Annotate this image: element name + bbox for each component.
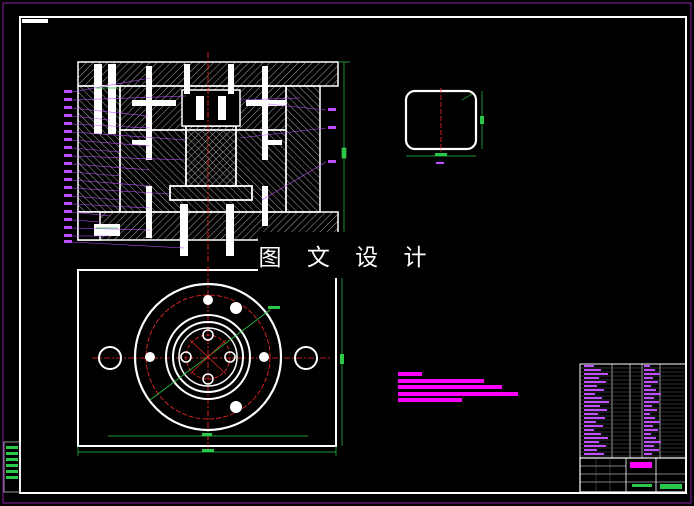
parts-list-entry [644,437,656,439]
mold-plan-view [77,266,337,450]
parts-list-entry [584,449,597,451]
parts-list-entry [644,381,658,383]
parts-list-entry [644,413,650,415]
parts-list-entry [644,453,652,455]
parts-list-entry [644,397,654,399]
parts-list-entry [584,445,606,447]
parts-list-entry [644,449,659,451]
part-number-ticks [64,90,336,243]
parts-list-entry [584,393,595,395]
parts-list-entry [584,365,594,367]
parts-list-entry [644,385,651,387]
product-part-view [404,88,484,164]
parts-list-entry [644,445,654,447]
parts-list-entry [644,409,657,411]
parts-list-entry [584,409,607,411]
parts-list-entry [584,413,598,415]
part-number-leaders [71,77,327,249]
section-dimensions [96,61,350,241]
parts-list-entry [584,389,604,391]
parts-list-entry [584,425,603,427]
parts-list-entry [644,433,651,435]
watermark-text: 图 文 设 计 [258,232,436,278]
parts-list-entry [644,373,660,375]
parts-list-entry [644,417,655,419]
parts-list-entry [644,369,655,371]
parts-list-entry [584,417,605,419]
parts-list-entry [644,389,656,391]
technical-requirements [398,372,518,402]
title-block [579,457,687,493]
parts-list-entry [584,421,596,423]
parts-list-entry [644,425,653,427]
parts-list-entry [584,433,601,435]
parts-list-entry [644,393,661,395]
parts-list-entry [644,421,660,423]
parts-list-entry [644,401,659,403]
drawing-border [19,16,687,494]
parts-list-entry [584,405,600,407]
parts-list-entry [584,397,602,399]
binding-strip [3,441,21,493]
plan-dimensions [77,270,344,456]
parts-list-entry [644,429,658,431]
mold-section-view [77,52,339,262]
parts-list-entry [584,441,599,443]
parts-list-entry [644,365,650,367]
parts-list-entry [584,369,601,371]
parts-list-entry [584,377,599,379]
parts-list-entry [644,405,652,407]
parts-list [579,363,687,459]
parts-list-entry [584,381,606,383]
parts-list-entry [644,377,653,379]
parts-list-entry [584,437,608,439]
parts-list-entry [584,453,604,455]
corner-tab-top-left [22,19,48,23]
parts-list-entry [584,373,608,375]
parts-list-entry [644,441,661,443]
parts-list-entry [584,401,609,403]
parts-list-entry [584,429,594,431]
parts-list-entry [584,385,597,387]
